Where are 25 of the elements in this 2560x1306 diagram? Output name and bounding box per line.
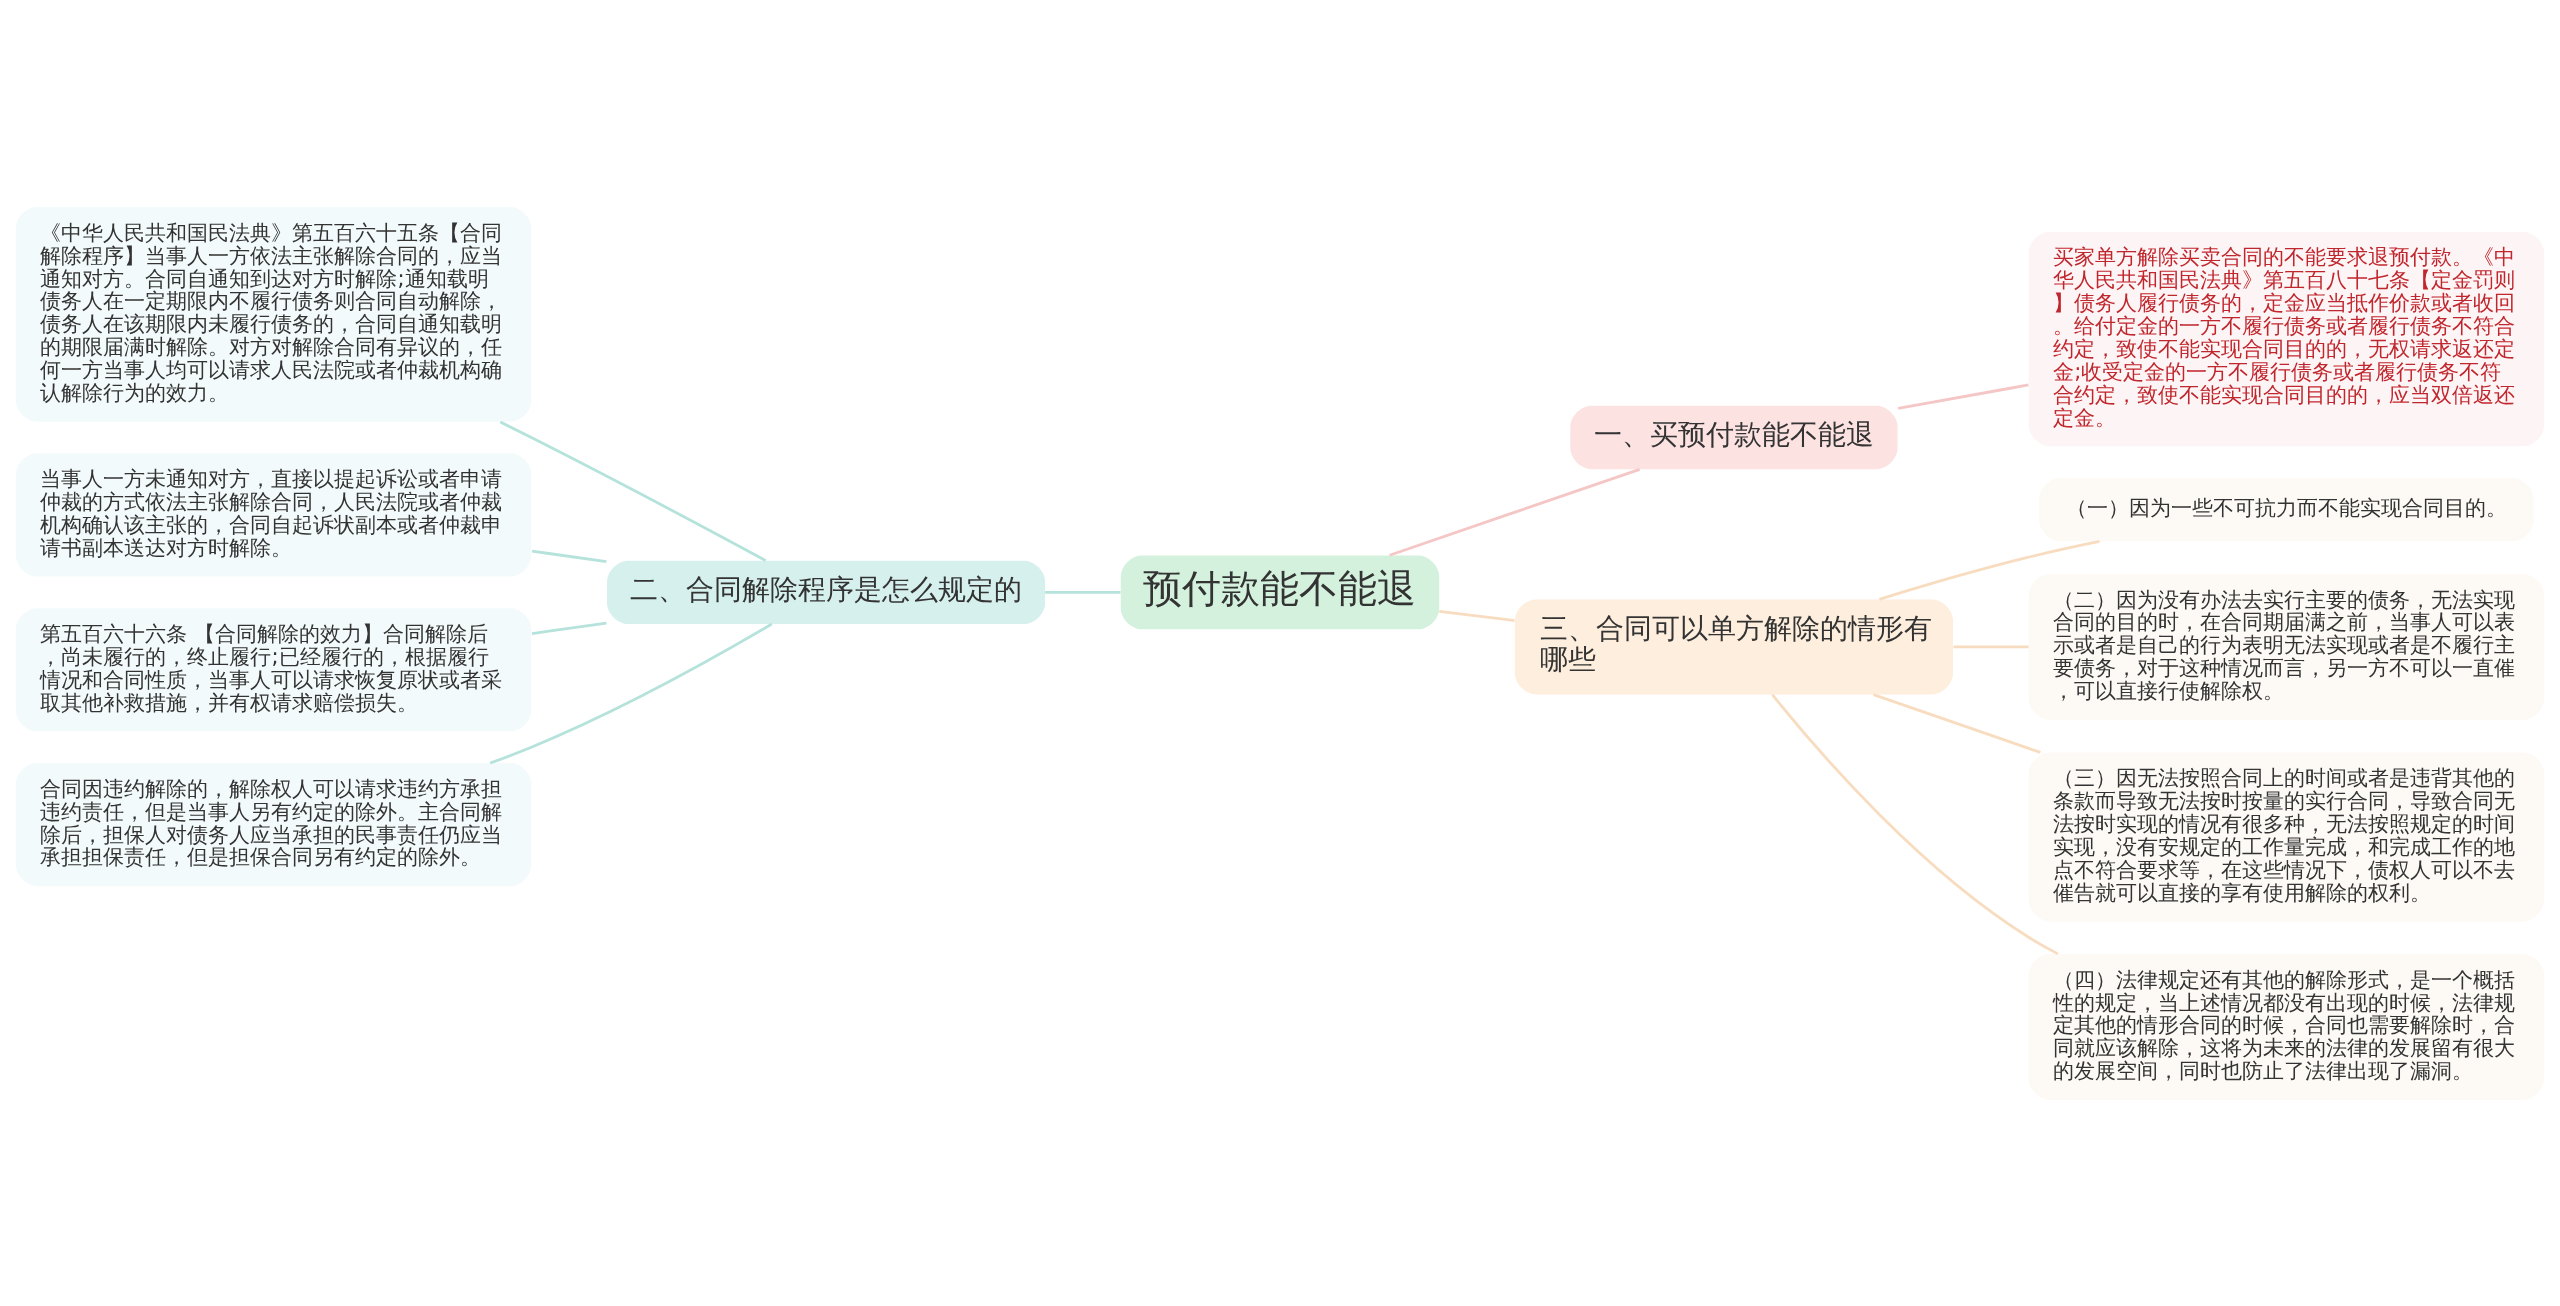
connector — [531, 549, 607, 563]
connector — [1873, 692, 2041, 754]
node-box: 《中华人民共和国民法典》第五百六十五条【合同解除程序】当事人一方依法主张解除合同的，应当通知对方。合同自通知到达对方时解除;通知载明债务人在一定期限内不履行债务则合同自动解除，债务人在该期限内未履行债务的，合同自通知载明的期限届满时解除。对方对解除合同有异议的，任何一方当事人均可以请求人民法院或者仲裁机构确认解除行为的效力。 — [15, 206, 532, 422]
node-box: （一）因为一些不可抗力而不能实现合同目的。 — [2039, 477, 2534, 541]
connector — [489, 622, 773, 764]
node-box: （二）因为没有办法去实行主要的债务，无法实现合同的目的时，在合同期届满之前，当事人可以表示或者是自己的行为表明无法实现或者是不履行主要债务，对于这种情况而言，另一方不可以一直催，可以直接行使解除权。 — [2028, 573, 2545, 720]
node-box: 当事人一方未通知对方，直接以提起诉讼或者申请仲裁的方式依法主张解除合同，人民法院或者仲裁机构确认该主张的，合同自起诉状副本或者仲裁申请书副本送达对方时解除。 — [15, 452, 532, 576]
connector — [1439, 609, 1515, 622]
node-box: 买家单方解除买卖合同的不能要求退预付款。《中华人民共和国民法典》第五百八十七条【定金罚则】债务人履行债务的，定金应当抵作价款或者收回。给付定金的一方不履行债务或者履行债务不符合约定，致使不能实现合同目的的，无权请求返还定金;收受定金的一方不履行债务或者履行债务不符合约定，致使不能实现合同目的的，应当双倍返还定金。 — [2028, 231, 2545, 446]
node-box: （三）因无法按照合同上的时间或者是违背其他的条款而导致无法按时按量的实行合同，导致合同无法按时实现的情况有很多种，无法按照规定的时间实现，没有安规定的工作量完成，和完成工作的地点不符合要求等，在这些情况下，债权人可以不去催告就可以直接的享有使用解除的权利。 — [2028, 751, 2545, 921]
node-box: 预付款能不能退 — [1120, 554, 1440, 629]
connector — [1771, 693, 2059, 955]
node-box: 第五百六十六条 【合同解除的效力】合同解除后，尚未履行的，终止履行;已经履行的，根据履行情况和合同性质，当事人可以请求恢复原状或者采取其他补救措施，并有权请求赔偿损失。 — [15, 607, 532, 731]
connector — [1045, 590, 1121, 594]
node-box: 二、合同解除程序是怎么规定的 — [607, 560, 1046, 624]
node-box: 三、合同可以单方解除的情形有哪些 — [1514, 598, 1953, 694]
node-box: 合同因违约解除的，解除权人可以请求违约方承担违约责任，但是当事人另有约定的除外。主合同解除后，担保人对债务人应当承担的民事责任仍应当承担担保责任，但是担保合同另有约定的除外。 — [15, 762, 532, 886]
connector — [1897, 383, 2029, 410]
connector — [531, 621, 607, 635]
node-box: （四）法律规定还有其他的解除形式，是一个概括性的规定，当上述情况都没有出现的时候，法律规定其他的情形合同的时候，合同也需要解除时，合同就应该解除，这将为未来的法律的发展留有很大的发展空间，同时也防止了法律出现了漏洞。 — [2028, 953, 2545, 1100]
connector — [1389, 467, 1641, 557]
connector — [1953, 645, 2029, 648]
connector — [1878, 539, 2100, 601]
node-box: 一、买预付款能不能退 — [1570, 405, 1898, 469]
connector — [499, 420, 767, 562]
